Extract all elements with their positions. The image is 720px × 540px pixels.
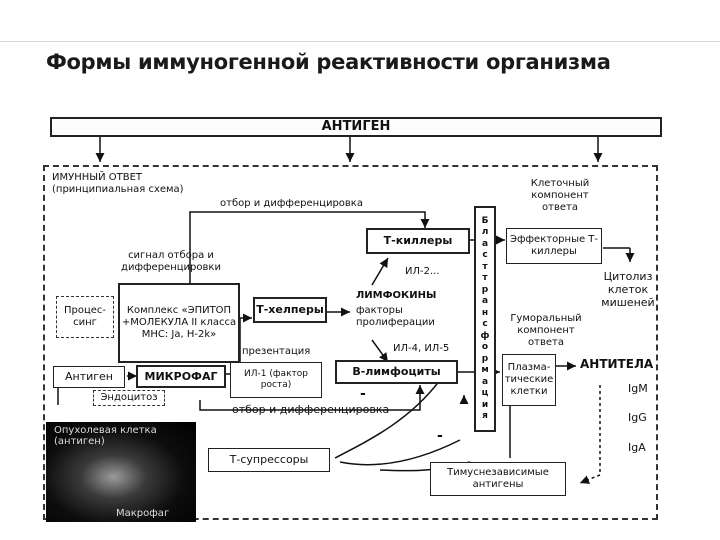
il1-box: ИЛ-1 (фактор роста) [230, 362, 322, 398]
il45-label: ИЛ-4, ИЛ-5 [393, 343, 450, 354]
photo-macrophage-label: Макрофаг [116, 508, 170, 519]
blast-letter: я [482, 411, 488, 421]
blast-letter: ц [481, 388, 489, 398]
blast-letter: о [481, 342, 489, 352]
immune-response-subtitle: (принципиальная схема) [52, 184, 184, 195]
complex-box: Комплекс «ЭПИТОП +МОЛЕКУЛА II класса МНС… [118, 283, 240, 363]
blast-letter: а [481, 238, 489, 249]
il2-label: ИЛ-2... [405, 266, 440, 277]
blast-letter: а [481, 376, 489, 387]
blast-letter: м [481, 365, 489, 375]
igg-label: IgG [628, 411, 647, 424]
t-helpers-box: Т-хелперы [253, 297, 327, 323]
effector-t-killers-box: Эффекторные Т-киллеры [506, 228, 602, 264]
proliferation-label: факторы пролиферации [356, 305, 435, 328]
photo-tumor-label: Опухолевая клетка (антиген) [54, 425, 157, 447]
b-lymphocytes-box: В-лимфоциты [335, 360, 458, 384]
selection-bottom-label: отбор и дифференцировка [232, 403, 390, 416]
endocytosis-box: Эндоцитоз [93, 390, 165, 406]
selection-top-label: отбор и дифференцировка [220, 198, 363, 209]
macrophage-box: МИКРОФАГ [136, 365, 226, 388]
top-divider [0, 41, 720, 42]
blast-letter: л [481, 227, 489, 237]
plasma-cells-box: Плазма-тические клетки [502, 354, 556, 406]
immune-response-title: ИМУННЫЙ ОТВЕТ [52, 172, 142, 183]
processing-box: Процес-синг [56, 296, 114, 338]
igm-label: IgM [628, 382, 648, 395]
tumor-cell-macrophage-photo: Опухолевая клетка (антиген) Макрофаг [46, 422, 196, 522]
thymus-independent-antigens-box: Тимуснезависимые антигены [430, 462, 566, 496]
immune-response-frame [43, 165, 658, 520]
presentation-label: презентация [242, 346, 311, 357]
blast-letter: с [482, 250, 488, 260]
lymphokines-label: ЛИМФОКИНЫ [356, 290, 437, 301]
antibodies-label: АНТИТЕЛА [580, 357, 654, 371]
blast-letter: ф [480, 330, 490, 341]
blast-letter: р [481, 353, 489, 364]
minus-sign-2: - [437, 428, 443, 444]
selection-signal-label: сигнал отбора и дифференцировки [121, 250, 221, 273]
blast-letter: с [482, 319, 488, 329]
cell-component-label: Клеточный компонент ответа [530, 178, 590, 213]
cytolysis-label: Цитолиз клеток мишеней [601, 270, 655, 309]
t-suppressors-box: Т-супрессоры [208, 448, 330, 472]
page-title: Формы иммуногенной реактивности организм… [46, 50, 611, 74]
blast-letter: р [481, 284, 489, 295]
antigen-bar: АНТИГЕН [50, 117, 662, 137]
blast-letter: Б [481, 215, 489, 226]
blast-letter: и [481, 399, 489, 410]
blast-letter: т [482, 273, 488, 283]
blast-letter: т [482, 261, 488, 272]
iga-label: IgA [628, 441, 646, 454]
minus-sign-1: - [360, 386, 366, 402]
humoral-component-label: Гуморальный компонент ответа [510, 313, 582, 348]
t-killers-box: Т-киллеры [366, 228, 470, 254]
blast-letter: а [481, 296, 489, 306]
antigen-box: Антиген [53, 366, 125, 388]
blast-letter: н [481, 307, 489, 318]
